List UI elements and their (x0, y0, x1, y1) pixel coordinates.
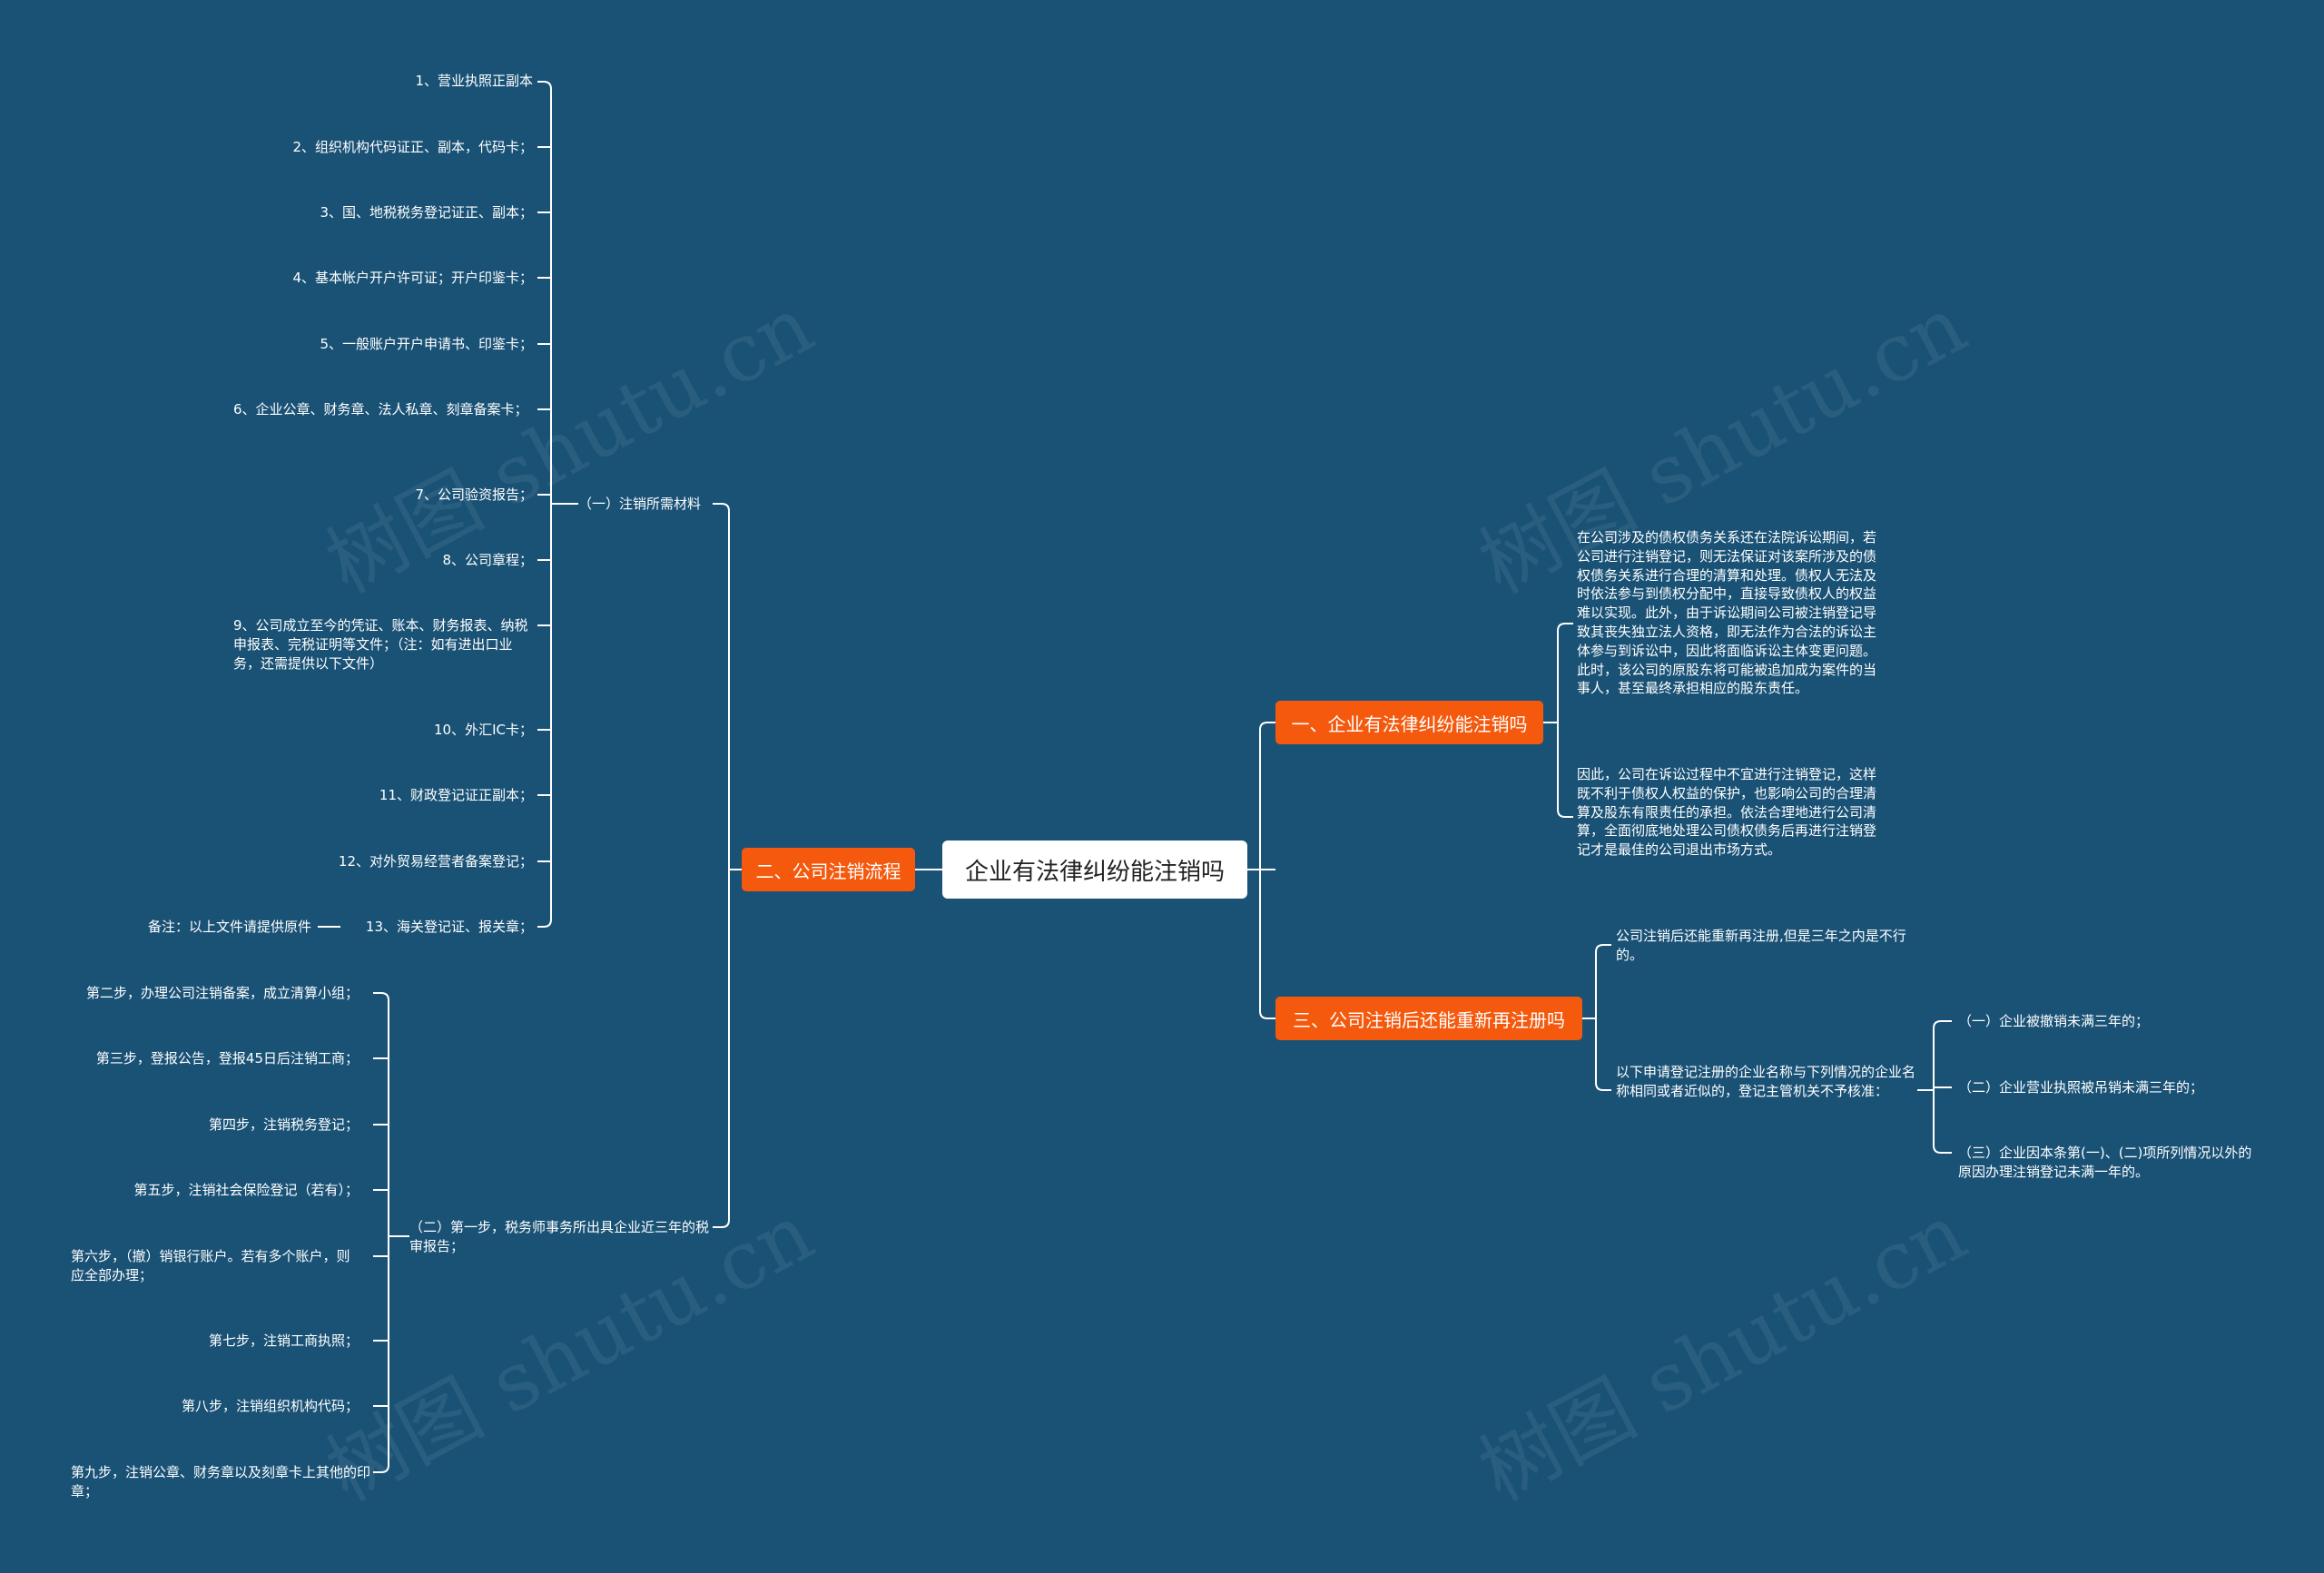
material-item: 7、公司验资报告； (415, 487, 533, 503)
material-item: 6、企业公章、财务章、法人私章、刻章备案卡； (233, 401, 528, 418)
b2-bracket (713, 1219, 730, 1228)
branch-node-legal-dispute[interactable]: 一、企业有法律纠纷能注销吗 (1275, 701, 1543, 744)
b3-bracket (1595, 1082, 1611, 1091)
material-item: 8、公司章程； (442, 552, 533, 568)
c2-bracket (1933, 1020, 1952, 1029)
material-item: 4、基本帐户开户许可证；开户印鉴卡； (292, 270, 533, 286)
re-register-rule-item: （二）企业营业执照被吊销未满三年的； (1958, 1079, 2204, 1096)
step-item: 第四步，注销税务登记； (208, 1116, 359, 1133)
materials-bracket (537, 81, 552, 90)
material-item: 11、财政登记证正副本； (379, 787, 533, 803)
material-item: 9、公司成立至今的凭证、账本、财务报表、纳税申报表、完税证明等文件；（注：如有进… (233, 617, 528, 672)
step-item: 第九步，注销公章、财务章以及刻章卡上其他的印章； (71, 1464, 371, 1499)
steps-bracket (373, 1464, 389, 1473)
materials-note: 备注：以上文件请提供原件 (147, 919, 311, 935)
re-register-rule-item: （三）企业因本条第(一)、(二)项所列情况以外的原因办理注销登记未满一年的。 (1958, 1145, 2252, 1180)
materials-label[interactable]: （一）注销所需材料 (578, 496, 702, 512)
root-right-bracket (1259, 1010, 1275, 1019)
step-item: 第六步，（撤）销银行账户。若有多个账户，则应全部办理； (71, 1248, 350, 1283)
b2-bracket (713, 503, 730, 512)
re-register-rule-item: （一）企业被撤销未满三年的； (1958, 1013, 2150, 1029)
b3-bracket (1595, 944, 1611, 953)
step-item: 第二步，办理公司注销备案，成立清算小组； (85, 985, 359, 1001)
root-node[interactable]: 企业有法律纠纷能注销吗 (942, 841, 1247, 899)
material-item: 1、营业执照正副本 (415, 73, 533, 89)
material-item: 3、国、地税税务登记证正、副本； (320, 204, 533, 221)
b1-bracket (1557, 623, 1573, 632)
material-item: 5、一般账户开户申请书、印鉴卡； (320, 336, 533, 352)
material-item: 2、组织机构代码证正、副本，代码卡； (292, 139, 533, 155)
material-item: 10、外汇IC卡； (434, 722, 533, 738)
re-register-answer: 公司注销后还能重新再注册,但是三年之内是不行的。 (1616, 928, 1906, 963)
re-register-rule-label[interactable]: 以下申请登记注册的企业名称与下列情况的企业名称相同或者近似的，登记主管机关不予核… (1616, 1064, 1916, 1099)
c2-bracket (1933, 1145, 1952, 1154)
branch-node-cancellation-process[interactable]: 二、公司注销流程 (742, 848, 915, 891)
b1-bracket (1557, 809, 1573, 818)
materials-bracket (537, 919, 552, 928)
step-item: 第五步，注销社会保险登记（若有）； (133, 1182, 359, 1198)
legal-dispute-paragraph-2: 因此，公司在诉讼过程中不宜进行注销登记，这样既不利于债权人权益的保护，也影响公司… (1577, 766, 1877, 859)
step-item: 第八步，注销组织机构代码； (181, 1398, 359, 1414)
legal-dispute-paragraph-1: 在公司涉及的债权债务关系还在法院诉讼期间，若公司进行注销登记，则无法保证对该案所… (1577, 529, 1877, 697)
steps-bracket (373, 992, 389, 1001)
branch-node-re-register[interactable]: 三、公司注销后还能重新再注册吗 (1275, 997, 1582, 1040)
root-right-bracket (1259, 722, 1275, 731)
material-item: 12、对外贸易经营者备案登记； (338, 853, 533, 870)
steps-label[interactable]: （二）第一步，税务师事务所出具企业近三年的税审报告； (409, 1219, 710, 1254)
step-item: 第三步，登报公告，登报45日后注销工商； (95, 1050, 359, 1067)
step-item: 第七步，注销工商执照； (208, 1332, 359, 1349)
material-item: 13、海关登记证、报关章； (365, 919, 533, 935)
